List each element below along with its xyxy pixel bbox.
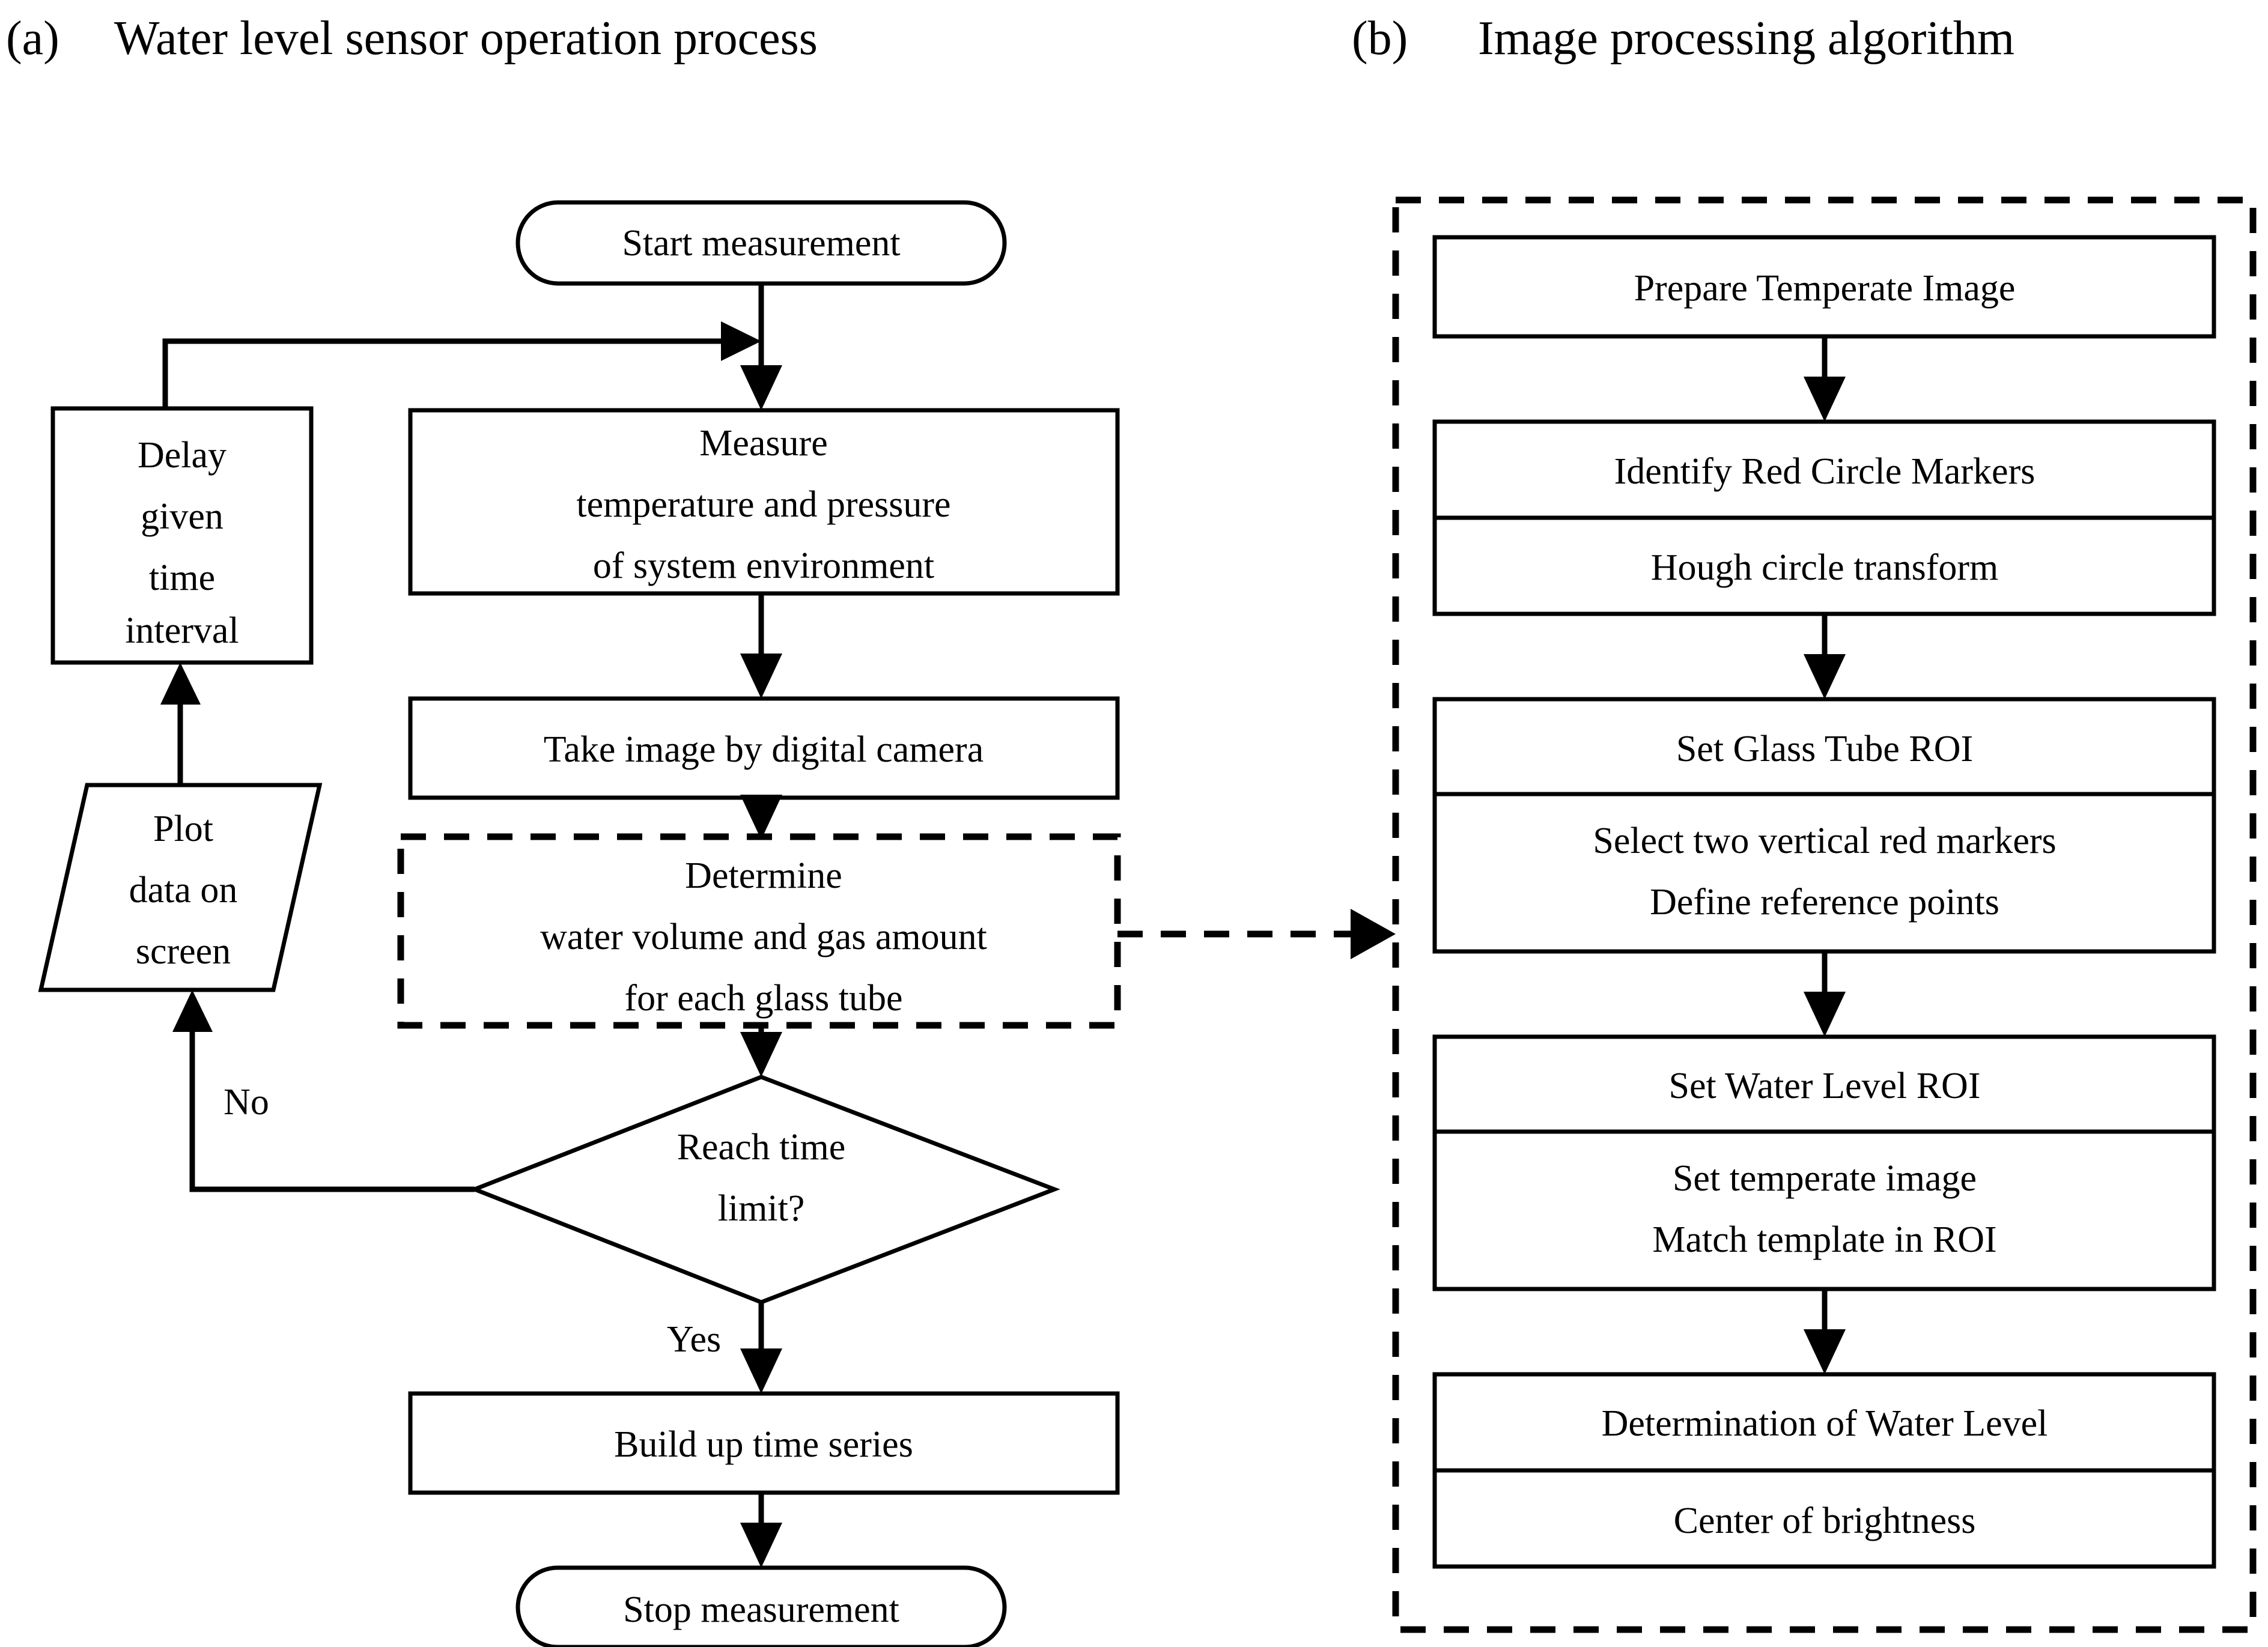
node-determine-line2: water volume and gas amount: [540, 917, 987, 957]
node-set-water-level-roi: [1432, 1034, 2216, 1291]
node-stop-measurement: [515, 1565, 1007, 1647]
node-delay-line3: time: [149, 557, 215, 598]
node-set-glass-tube-roi: [1432, 697, 2216, 954]
connector-delay-to-main: [162, 338, 754, 408]
node-set-glass-tube-roi-label: Set Glass Tube ROI: [1676, 729, 1973, 769]
arrowhead-build-to-stop: [740, 1523, 782, 1568]
node-plot-data: [38, 783, 323, 992]
arrowhead-plot-to-delay: [160, 663, 201, 705]
panel-b-title: Image processing algorithm: [1478, 12, 2014, 65]
node-identify-red-circle-markers-label: Identify Red Circle Markers: [1614, 451, 2035, 492]
arrowhead-start-to-measure: [740, 365, 782, 410]
node-measure-line1: Measure: [699, 423, 827, 464]
node-start-measurement-label: Start measurement: [622, 223, 900, 264]
arrowhead-b-2-to-3: [1804, 654, 1846, 699]
connector-decision-no-to-plot: [189, 997, 475, 1192]
node-delay-line4: interval: [125, 610, 239, 651]
arrowhead-b-3-to-4: [1804, 992, 1846, 1037]
arrowhead-takeimage-to-determine: [740, 795, 782, 840]
node-plot-line3: screen: [136, 931, 231, 972]
node-take-image-label: Take image by digital camera: [544, 729, 984, 770]
arrowhead-loop-into-main: [721, 321, 761, 361]
node-center-of-brightness-label: Center of brightness: [1674, 1500, 1976, 1541]
node-define-reference-points-label: Define reference points: [1650, 882, 1999, 923]
node-determine-line1: Determine: [685, 855, 842, 896]
node-measure: [408, 408, 1120, 596]
node-prepare-temperate-image: [1432, 235, 2216, 339]
node-determine-line3: for each glass tube: [624, 978, 902, 1019]
node-measure-line3: of system environment: [593, 545, 934, 586]
edge-label-yes: Yes: [667, 1319, 721, 1360]
node-prepare-temperate-image-label: Prepare Temperate Image: [1634, 268, 2016, 309]
node-build-time-series: [408, 1391, 1120, 1495]
node-determination-of-water-level-label: Determination of Water Level: [1602, 1403, 2048, 1444]
panel-b-label: (b): [1352, 12, 1408, 65]
node-delay: [50, 406, 314, 665]
node-decision-line1: Reach time: [677, 1127, 846, 1168]
node-select-two-vertical-red-markers-label: Select two vertical red markers: [1593, 820, 2056, 861]
arrowhead-measure-to-takeimage: [740, 654, 782, 699]
panel-a-title: Water level sensor operation process: [114, 12, 818, 65]
panel-a-label: (a): [6, 12, 59, 65]
arrowhead-no-to-plot: [172, 990, 213, 1032]
arrowhead-b-4-to-5: [1804, 1329, 1846, 1374]
arrowhead-yes-to-build: [740, 1348, 782, 1394]
node-plot-line2: data on: [129, 870, 238, 911]
node-plot-line1: Plot: [153, 808, 213, 849]
arrowhead-determine-to-panel-b: [1351, 909, 1396, 959]
node-set-temperate-image-label: Set temperate image: [1673, 1158, 1977, 1199]
node-delay-line2: given: [141, 496, 223, 537]
node-delay-line1: Delay: [138, 435, 226, 476]
edge-label-no: No: [223, 1082, 269, 1123]
node-build-label: Build up time series: [614, 1424, 913, 1465]
panel-b-dashed-container: [1392, 196, 2257, 1633]
node-measure-line2: temperature and pressure: [576, 484, 950, 525]
node-decision-line2: limit?: [718, 1188, 805, 1229]
node-stop-measurement-label: Stop measurement: [623, 1589, 899, 1630]
arrowhead-determine-to-decision: [740, 1032, 782, 1077]
node-hough-circle-transform-label: Hough circle transform: [1651, 547, 1998, 588]
node-match-template-in-roi-label: Match template in ROI: [1652, 1219, 1996, 1260]
arrowhead-b-1-to-2: [1804, 377, 1846, 422]
node-set-water-level-roi-label: Set Water Level ROI: [1669, 1066, 1981, 1106]
